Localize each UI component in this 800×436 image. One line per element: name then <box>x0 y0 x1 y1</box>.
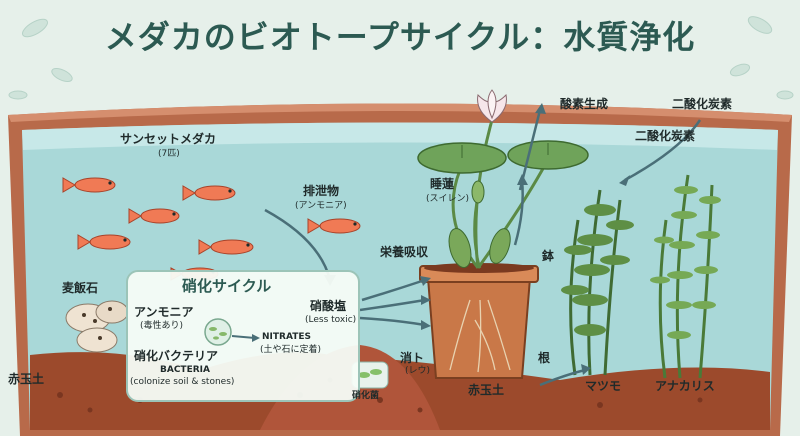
soil-left-label: 赤玉土 <box>8 373 44 386</box>
digest-label: 消ト <box>400 352 424 365</box>
medaka-count-label: (7匹) <box>158 150 180 160</box>
anacharis-label: アナカリス <box>655 380 715 393</box>
page-title: メダカのビオトープサイクル：水質浄化 <box>0 12 800 58</box>
nutrient-label: 栄養吸収 <box>380 246 428 259</box>
root-label: 根 <box>538 352 550 365</box>
nitrates-label: NITRATES <box>262 333 311 343</box>
pot-label: 鉢 <box>542 250 554 263</box>
bacteria-ja-label: 硝化バクテリア <box>134 350 218 363</box>
co2-top-label: 二酸化炭素 <box>672 98 732 111</box>
cycle-box-title: 硝化サイクル <box>182 278 271 295</box>
lotus-sub-label: (スイレン) <box>426 195 469 205</box>
waste-label: 排泄物 <box>303 185 339 198</box>
medaka-label: サンセットメダカ <box>120 133 216 146</box>
waste-sub-label: (アンモニア) <box>295 202 347 212</box>
bacteria-badge-label: 硝化菌 <box>352 392 379 402</box>
nitrates-sub-label: (土や石に定着) <box>260 346 321 356</box>
nitrate-sub-label: (Less toxic) <box>305 316 356 326</box>
stone-label: 麦飯石 <box>62 282 98 295</box>
nitrate-label: 硝酸塩 <box>310 300 346 313</box>
lotus-label: 睡蓮 <box>430 178 454 191</box>
co2-mid-label: 二酸化炭素 <box>635 130 695 143</box>
bacteria-en-label: BACTERIA <box>160 366 210 376</box>
soil-center-label: 赤玉土 <box>468 384 504 397</box>
digest-sub-label: (レウ) <box>405 367 430 377</box>
ammonia-label: アンモニア <box>134 306 194 319</box>
oxygen-label: 酸素生成 <box>560 98 608 111</box>
ammonia-sub-label: (毒性あり) <box>140 322 183 332</box>
matsumo-label: マツモ <box>585 380 621 393</box>
pot <box>420 263 538 378</box>
bacteria-en-sub-label: (colonize soil & stones) <box>130 378 234 388</box>
